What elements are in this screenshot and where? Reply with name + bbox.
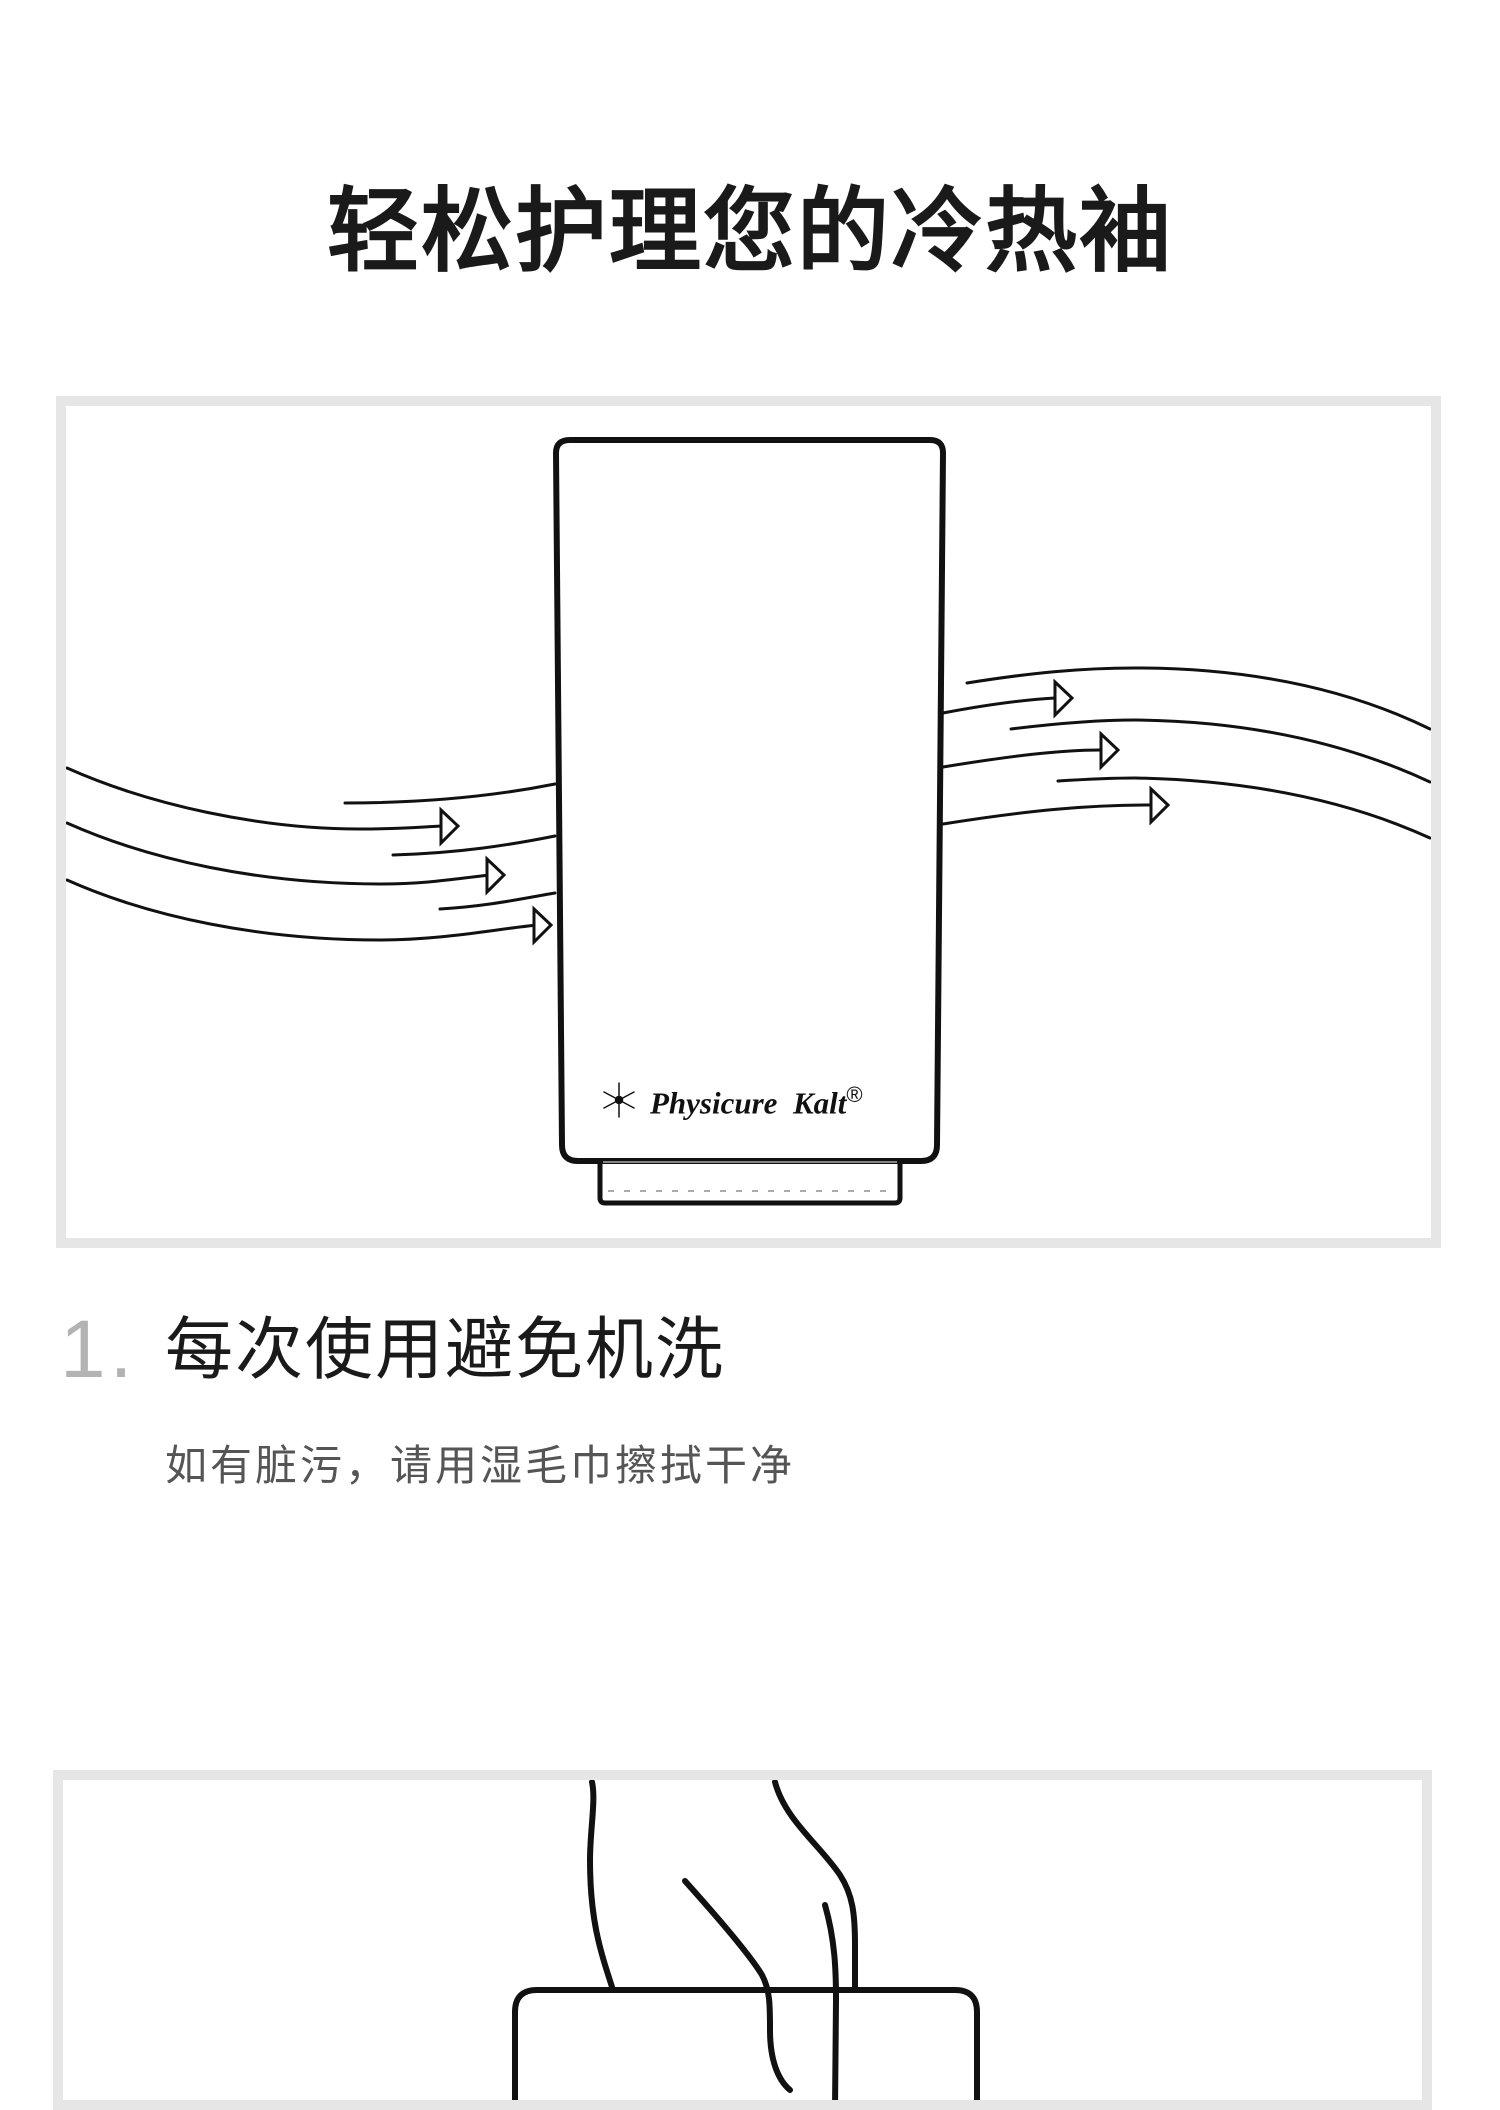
step-number: 1 . xyxy=(60,1300,132,1400)
step-title: 每次使用避免机洗 xyxy=(165,1311,726,1390)
sleeve-outline xyxy=(512,1987,980,2100)
step-number-dot: . xyxy=(109,1304,133,1395)
cold-hot-sleeve xyxy=(552,437,947,1206)
logo-product: Kalt xyxy=(792,1085,847,1121)
hand-drawing xyxy=(512,1780,980,2100)
registered-mark: ® xyxy=(846,1082,863,1107)
sleeve-airflow-illustration: Physicure Kalt® xyxy=(56,396,1441,1248)
arrow-icons xyxy=(439,678,1171,946)
step-subtitle: 如有脏污，请用湿毛巾擦拭干净 xyxy=(165,1441,796,1490)
step-number-digit: 1 xyxy=(60,1304,106,1395)
snowflake-asterisk-icon xyxy=(603,1082,635,1118)
hand-wipe-illustration xyxy=(53,1770,1432,2110)
product-logo: Physicure Kalt® xyxy=(650,1082,863,1121)
page-title: 轻松护理您的冷热袖 xyxy=(326,177,1173,285)
sleeve-airflow-drawing xyxy=(66,437,1431,1206)
logo-brand: Physicure xyxy=(650,1085,778,1121)
